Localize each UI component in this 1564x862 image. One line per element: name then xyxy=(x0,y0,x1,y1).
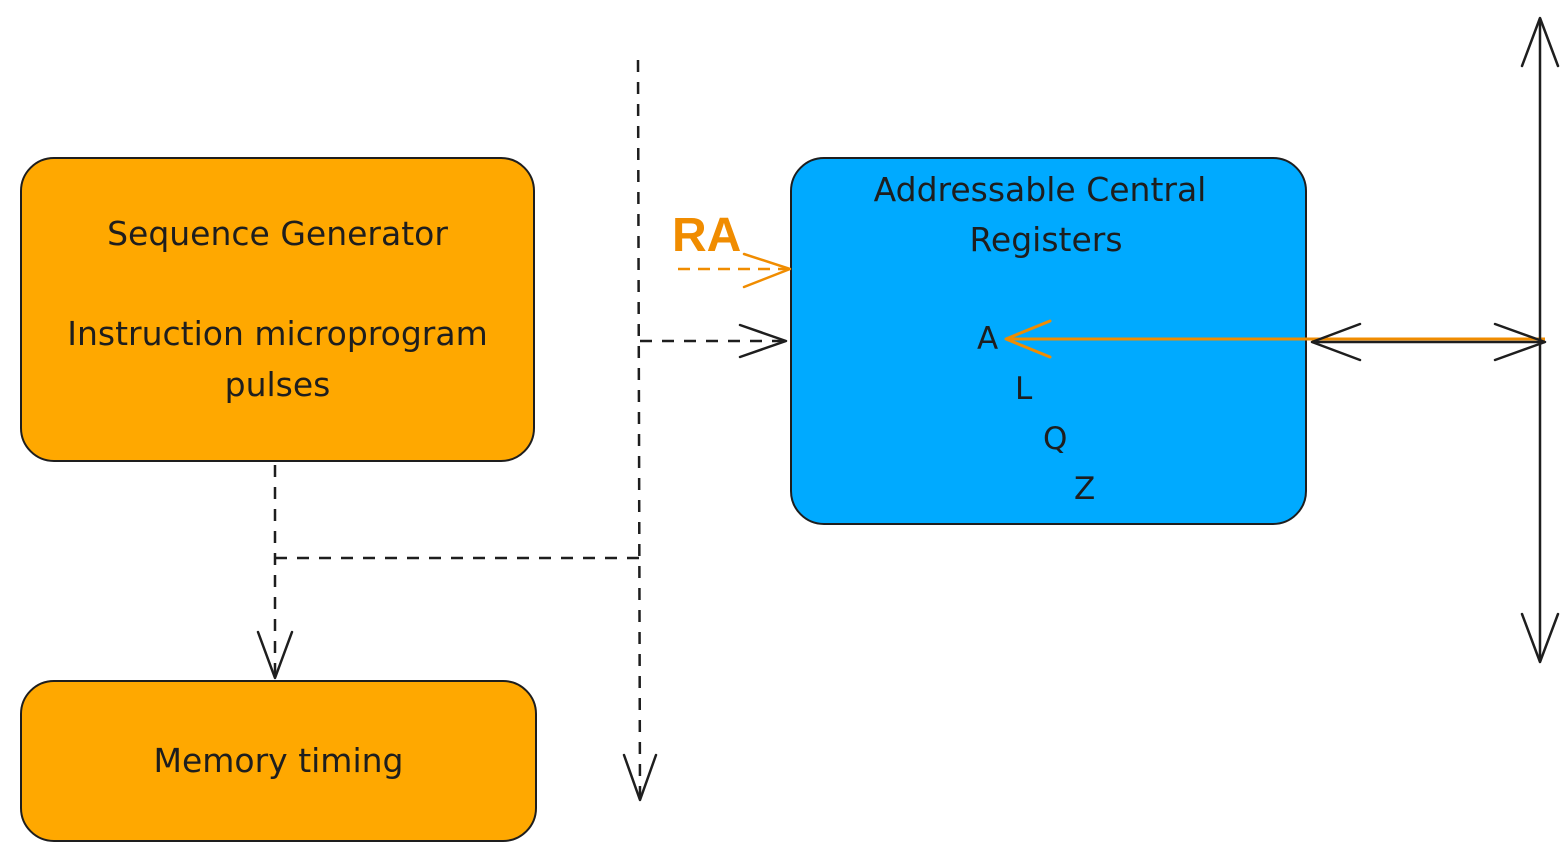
register-a-label: A xyxy=(977,321,999,357)
central-registers-title-line2: Registers xyxy=(969,220,1123,259)
central-registers-title-line1: Addressable Central xyxy=(873,170,1207,209)
instruction-microprogram-label: Instruction microprogram xyxy=(67,314,488,353)
sequence-generator-title: Sequence Generator xyxy=(107,214,448,253)
register-a-orange-arrow xyxy=(1004,319,1545,359)
ra-label: RA xyxy=(672,209,742,262)
memory-timing-box xyxy=(20,680,537,842)
sequence-generator-box xyxy=(20,157,535,462)
vertical-bus-double-arrow xyxy=(1520,16,1560,664)
register-l-label: L xyxy=(1015,371,1033,407)
ra-arrow xyxy=(678,252,792,289)
data-bus-double-arrow xyxy=(1310,322,1547,362)
pulses-label: pulses xyxy=(224,365,331,404)
bus-to-registers-arrow xyxy=(640,323,788,359)
register-z-label: Z xyxy=(1074,471,1096,507)
seq-to-memory-arrow xyxy=(256,465,294,680)
central-registers-box xyxy=(790,157,1307,525)
control-bus-dashed-arrow xyxy=(622,59,658,802)
memory-timing-label: Memory timing xyxy=(153,741,404,780)
register-q-label: Q xyxy=(1043,421,1068,457)
